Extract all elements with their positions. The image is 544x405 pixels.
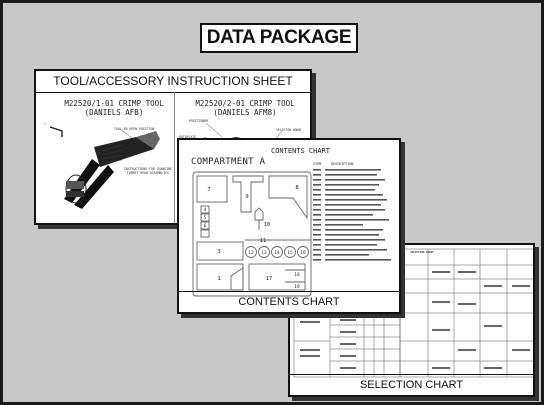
sheet-divider xyxy=(174,92,175,223)
item-description-list xyxy=(313,169,391,261)
left-tool-callout: TOOL IN OPEN POSITION xyxy=(114,127,155,131)
instructions-title: INSTRUCTIONS FOR CHANGING TURRET HEAD AS… xyxy=(124,167,172,176)
left-tool-line2: (DANIELS AFB) xyxy=(84,108,144,117)
slot-14: 14 xyxy=(274,250,280,256)
left-tool-line1: M22520/1-01 CRIMP TOOL xyxy=(64,99,164,108)
slot-13: 13 xyxy=(261,250,267,256)
item-header: ITEM xyxy=(313,162,322,166)
slot-19: 19 xyxy=(294,284,300,290)
slot-3: 3 xyxy=(217,249,220,255)
contents-chart-footer: CONTENTS CHART xyxy=(179,291,399,312)
selection-chart-footer: SELECTION CHART xyxy=(290,374,533,395)
instruction-sheet-header: TOOL/ACCESSORY INSTRUCTION SHEET xyxy=(36,71,310,93)
right-callout-selector: SELECTOR KNOB xyxy=(276,128,301,132)
page-title: DATA PACKAGE xyxy=(200,23,358,53)
slot-10: 10 xyxy=(264,222,271,228)
right-callout-positioner: POSITIONER xyxy=(189,119,209,123)
slot-17: 17 xyxy=(266,276,273,282)
slot-12: 12 xyxy=(248,250,254,256)
slot-8: 8 xyxy=(295,185,298,191)
svg-text:⌐: ⌐ xyxy=(44,121,47,126)
slot-18: 18 xyxy=(294,272,300,278)
compartment-layout: 7 8 9 10 11 4 5 6 3 1 12 13 14 15 16 17 … xyxy=(192,171,312,297)
left-tool-title: M22520/1-01 CRIMP TOOL (DANIELS AFB) xyxy=(58,99,170,117)
slot-15: 15 xyxy=(287,250,293,256)
right-tool-line1: M22520/2-01 CRIMP TOOL xyxy=(195,99,295,108)
right-tool-line2: (DANIELS AFM8) xyxy=(213,108,277,117)
selection-chart-header: SELECTION CHART xyxy=(410,251,434,254)
slot-16: 16 xyxy=(300,250,306,256)
right-callout-dataplate: DATAPLATE xyxy=(179,135,197,139)
slot-4: 4 xyxy=(204,207,207,213)
slot-5: 5 xyxy=(204,215,207,221)
right-tool-title: M22520/2-01 CRIMP TOOL (DANIELS AFM8) xyxy=(186,99,304,117)
slot-11: 11 xyxy=(260,238,267,244)
contents-chart-title: CONTENTS CHART xyxy=(271,147,331,155)
slot-9: 9 xyxy=(245,194,248,200)
contents-chart-sheet: CONTENTS CHART COMPARTMENT A ITEM DESCRI… xyxy=(177,138,401,314)
slot-7: 7 xyxy=(207,187,210,193)
compartment-label: COMPARTMENT A xyxy=(191,157,266,167)
slot-1: 1 xyxy=(217,276,220,282)
slot-6: 6 xyxy=(204,223,207,229)
description-header: DESCRIPTION xyxy=(331,162,354,166)
